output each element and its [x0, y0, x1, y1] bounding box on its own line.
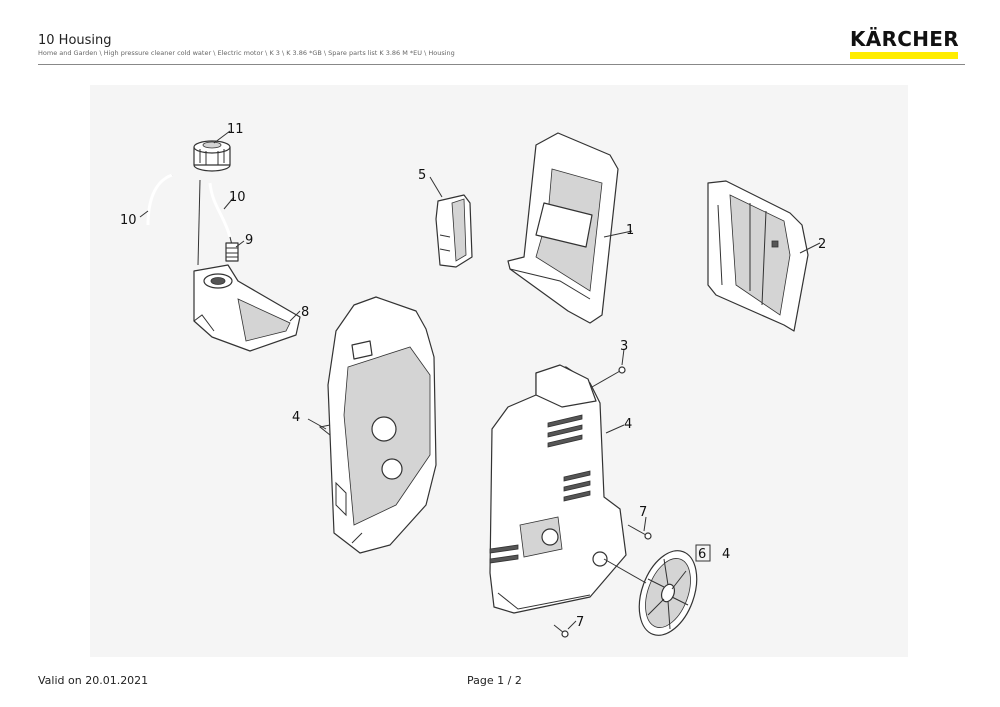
- callout-3: 3: [620, 339, 628, 354]
- brand-logo-text: KÄRCHER: [850, 27, 959, 51]
- part-suction-hose: [146, 173, 233, 266]
- header-divider: [38, 64, 965, 65]
- brand-logo-bar: [850, 52, 958, 59]
- part-rear-cover: [707, 180, 809, 332]
- callout-1: 1: [626, 223, 634, 238]
- part-housing-right-half: [489, 364, 627, 614]
- callout-10b: 10: [120, 213, 137, 228]
- callout-lines: [139, 130, 821, 630]
- part-filter: [225, 242, 239, 262]
- validity-date: Valid on 20.01.2021: [38, 674, 149, 687]
- callout-7b: 7: [576, 615, 584, 630]
- part-handle: [507, 132, 619, 324]
- exploded-view-svg: 11 10 10 9 8 5 1 2 3 4 4 7 6 4 7: [120, 122, 826, 638]
- callout-5: 5: [418, 168, 426, 183]
- part-screw-7b: [553, 624, 569, 638]
- part-hose-holder: [435, 194, 473, 268]
- page-indicator: Page 1 / 2: [467, 674, 522, 687]
- part-detergent-tank: [193, 264, 301, 352]
- callout-11: 11: [227, 122, 244, 137]
- callout-10a: 10: [229, 190, 246, 205]
- callout-4a: 4: [292, 410, 300, 425]
- page-title: 10 Housing: [38, 33, 112, 48]
- part-wheel: [603, 550, 698, 636]
- brand-logo: KÄRCHER: [850, 27, 959, 59]
- callout-4b: 4: [624, 417, 632, 432]
- part-tank-cap: [193, 140, 231, 172]
- callout-8: 8: [301, 305, 309, 320]
- callout-2: 2: [818, 237, 826, 252]
- callout-7a: 7: [639, 505, 647, 520]
- part-screw-3: [591, 366, 626, 388]
- part-screw-7a: [627, 524, 652, 540]
- callout-4c: 4: [722, 547, 730, 562]
- housing-vent-slots: [489, 414, 591, 564]
- callout-6: 6: [698, 547, 706, 562]
- callout-9: 9: [245, 233, 253, 248]
- breadcrumb: Home and Garden \ High pressure cleaner …: [38, 49, 455, 57]
- part-housing-left-half: [318, 296, 437, 554]
- exploded-parts-drawing: 11 10 10 9 8 5 1 2 3 4 4 7 6 4 7: [90, 85, 908, 657]
